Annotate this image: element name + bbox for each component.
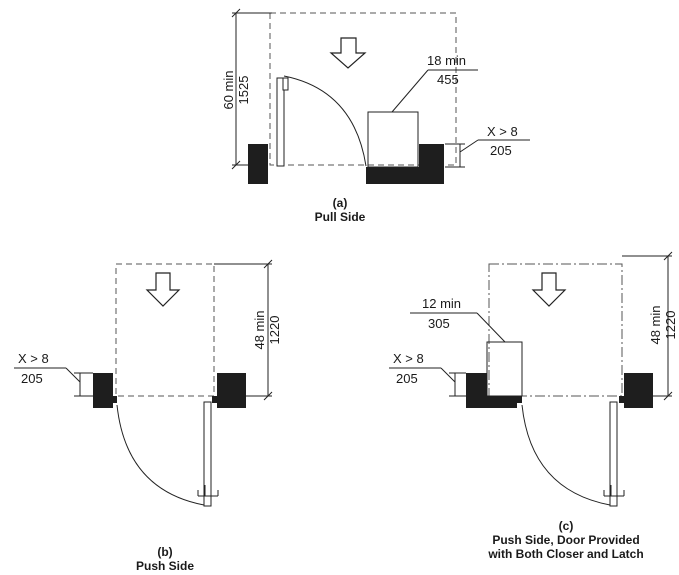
caption-letter-c: (c) xyxy=(559,519,574,533)
latch-side-clearance-c xyxy=(486,341,523,397)
door-leaf-b xyxy=(203,401,212,507)
approach-arrow-icon xyxy=(329,37,367,69)
approach-arrow-icon xyxy=(145,272,181,307)
x-metric-b: 205 xyxy=(21,371,43,386)
door-swing-arc-b xyxy=(116,404,205,506)
wall-right-c xyxy=(624,373,653,408)
wall-right-post-a xyxy=(419,144,444,184)
diagram-b-push-side: 48 min 1220 X > 8 205 (b) Push Side xyxy=(14,259,282,573)
caption-line2-c: with Both Closer and Latch xyxy=(487,547,643,561)
wall-right-b xyxy=(217,373,246,408)
x-label-b: X > 8 xyxy=(18,351,49,366)
wall-stop-left-b xyxy=(113,396,117,403)
door-handle-c xyxy=(603,485,625,497)
clear-floor-space-b xyxy=(115,263,215,397)
wall-stop-right-c xyxy=(619,396,624,403)
depth-metric-a: 1525 xyxy=(236,76,251,105)
caption-line1-c: Push Side, Door Provided xyxy=(492,533,639,547)
depth-label-a: 60 min xyxy=(221,70,236,109)
clear-floor-space-a xyxy=(269,12,457,166)
x-metric-a: 205 xyxy=(490,143,512,158)
latch-side-clearance-a xyxy=(367,111,419,168)
wall-stop-right-b xyxy=(212,396,217,403)
wall-left-a xyxy=(248,144,268,184)
caption-title-a: Pull Side xyxy=(315,210,366,224)
caption-letter-b: (b) xyxy=(157,545,172,559)
latch-metric-a: 455 xyxy=(437,72,459,87)
wall-left-b xyxy=(93,373,113,408)
wall-base-left-c xyxy=(466,396,517,408)
depth-metric-c: 1220 xyxy=(663,311,678,340)
latch-metric-c: 305 xyxy=(428,316,450,331)
caption-letter-a: (a) xyxy=(333,196,348,210)
wall-stop-left-c xyxy=(517,396,522,403)
caption-title-b: Push Side xyxy=(136,559,194,573)
door-swing-arc-a xyxy=(283,75,367,167)
latch-label-c: 12 min xyxy=(422,296,461,311)
diagram-c-push-side-closer-latch: 48 min 1220 12 min 305 X > 8 205 (c) Pus… xyxy=(389,251,678,561)
depth-label-c: 48 min xyxy=(648,305,663,344)
approach-arrow-icon xyxy=(531,272,567,307)
door-leaf-c xyxy=(609,401,618,507)
depth-metric-b: 1220 xyxy=(267,316,282,345)
latch-label-a: 18 min xyxy=(427,53,466,68)
door-pull-handle-a xyxy=(282,77,289,91)
diagram-a-pull-side: 60 min 1525 18 min 455 X > 8 205 (a) Pul… xyxy=(221,8,530,224)
clear-floor-space-c xyxy=(488,263,623,397)
door-swing-arc-c xyxy=(521,404,611,506)
door-handle-b xyxy=(197,485,219,497)
x-label-c: X > 8 xyxy=(393,351,424,366)
door-leaf-a xyxy=(276,77,285,167)
x-label-a: X > 8 xyxy=(487,124,518,139)
x-metric-c: 205 xyxy=(396,371,418,386)
depth-label-b: 48 min xyxy=(252,310,267,349)
